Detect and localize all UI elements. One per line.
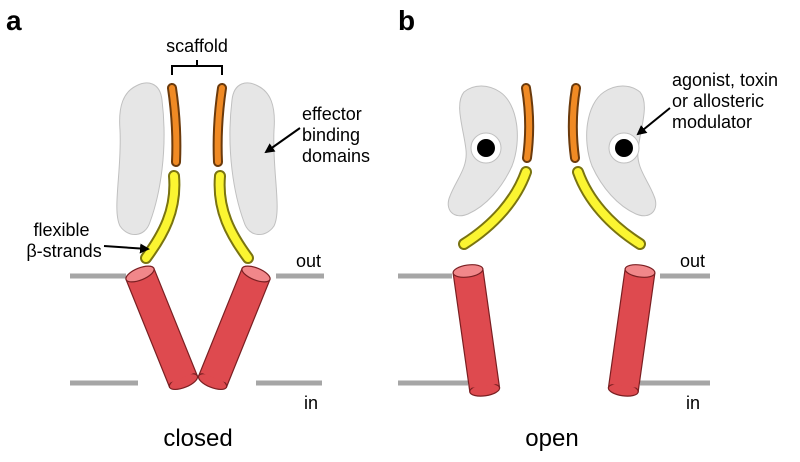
beta-strand-left-open: [460, 168, 530, 248]
helix-right-open: [607, 264, 656, 397]
beta-strand-right-open: [574, 168, 644, 248]
ligand-label-line2: or allosteric: [672, 91, 764, 111]
scaffold-bracket: [171, 60, 223, 75]
helix-left-open-top: [452, 264, 484, 278]
helix-left-fill: [127, 268, 195, 384]
out-label-b: out: [680, 251, 705, 271]
effector-label-line3: domains: [302, 146, 370, 166]
flexible-label-line2: β-strands: [26, 241, 101, 261]
beta-strand-left: [142, 172, 179, 262]
effector-label: effector binding domains: [302, 104, 370, 166]
helix-left-top: [125, 265, 155, 283]
helix-right: [197, 265, 271, 391]
effector-label-line1: effector: [302, 104, 362, 124]
ligand-left: [477, 139, 495, 157]
helix-right-top: [241, 265, 271, 283]
effector-domain-left: [116, 82, 165, 235]
ligand-label-line3: modulator: [672, 112, 752, 132]
helix-right-open-fill: [609, 269, 654, 388]
scaffold-left-open: [523, 85, 533, 161]
flexible-arrow: [103, 243, 150, 254]
out-label-a: out: [296, 251, 321, 271]
ligand-label: agonist, toxin or allosteric modulator: [672, 70, 783, 132]
panel-letter-a: a: [6, 5, 22, 36]
scaffold-right: [214, 85, 225, 165]
state-label-open: open: [525, 425, 578, 452]
panel-a: a scaffold: [6, 5, 370, 452]
effector-label-line2: binding: [302, 125, 360, 145]
helix-left-open-fill: [454, 269, 499, 388]
helix-right-open-top: [624, 264, 656, 278]
panel-letter-b: b: [398, 5, 415, 36]
ligand-label-line1: agonist, toxin: [672, 70, 778, 90]
state-label-closed: closed: [163, 425, 232, 452]
helix-right-fill: [201, 268, 269, 384]
scaffold-right-open: [569, 85, 579, 161]
effector-domain-right: [229, 82, 278, 235]
scaffold-left: [169, 85, 180, 165]
helix-left: [125, 265, 199, 391]
ligand-right: [615, 139, 633, 157]
effector-arrow: [264, 127, 301, 154]
flexible-label-line1: flexible: [33, 220, 89, 240]
in-label-a: in: [304, 393, 318, 413]
ligand-arrow: [636, 107, 671, 136]
flexible-label: flexible β-strands: [26, 220, 101, 261]
beta-strand-right: [215, 172, 252, 262]
panel-b: b: [398, 5, 783, 452]
scaffold-label: scaffold: [166, 36, 228, 56]
helix-left-open: [452, 264, 501, 397]
in-label-b: in: [686, 393, 700, 413]
